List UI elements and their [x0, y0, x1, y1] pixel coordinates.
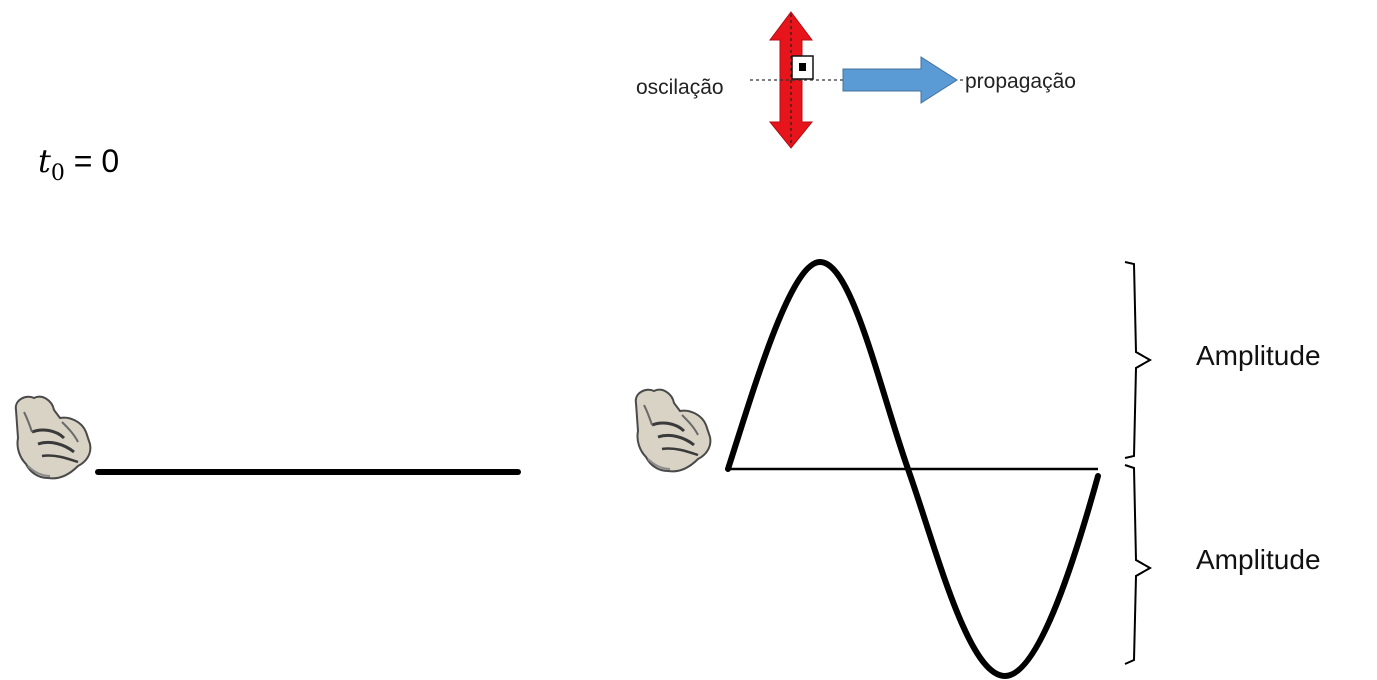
propagation-label: propagação	[965, 70, 1076, 93]
time-subscript: 0	[50, 161, 65, 186]
amplitude-label-bottom: Amplitude	[1196, 544, 1321, 575]
right-angle-marker	[791, 55, 814, 80]
amplitude-label-top: Amplitude	[1196, 340, 1321, 371]
propagation-arrow	[842, 56, 958, 104]
hand-icon	[14, 395, 92, 480]
time-symbol: t	[38, 142, 51, 180]
time-value: = 0	[73, 143, 120, 179]
oscillation-label: oscilação	[636, 76, 724, 99]
hand-icon	[634, 388, 712, 473]
wave-curve	[725, 259, 1101, 679]
time-label: t0 = 0	[38, 142, 119, 186]
oscillation-arrow	[768, 11, 814, 149]
amplitude-brace-top	[1124, 261, 1153, 459]
amplitude-brace-bottom	[1124, 464, 1153, 665]
